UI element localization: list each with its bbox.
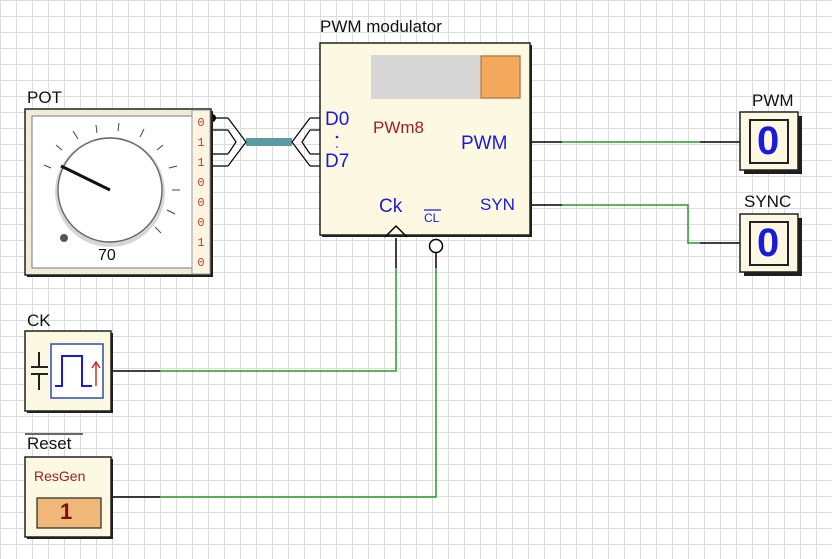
reset-generator[interactable] <box>24 433 113 539</box>
sync-display[interactable] <box>739 213 802 276</box>
ck-edge-icon <box>384 224 408 238</box>
clock-wave-icon <box>55 355 92 387</box>
clock-generator[interactable] <box>24 330 113 413</box>
pwm-modulator-title: PWM modulator <box>320 17 442 36</box>
pot-bit-column: 0 1 1 0 0 0 1 0 <box>193 113 209 273</box>
pwm-display-value: 0 <box>757 119 780 163</box>
pot-dial-ticks <box>43 122 180 234</box>
pot-bit: 0 <box>197 176 205 190</box>
pot-title: POT <box>27 88 62 107</box>
pot-component[interactable] <box>24 108 213 277</box>
clock-crystal-icon <box>31 352 48 390</box>
sync-display-value: 0 <box>757 221 780 265</box>
pwm-display[interactable] <box>739 111 802 174</box>
bar-fill-indicator <box>480 55 521 99</box>
pot-bit: 0 <box>197 216 205 230</box>
wire-ck[interactable] <box>160 268 397 372</box>
data-bus[interactable] <box>208 114 321 167</box>
pin-d0-label: D0 <box>325 109 350 130</box>
reset-name: ResGen <box>34 468 86 484</box>
wires <box>112 141 740 498</box>
pot-knob-indicator <box>60 164 111 192</box>
pwm-display-title: PWM <box>752 91 794 110</box>
pwm-modulator-name: PWm8 <box>373 118 424 137</box>
pot-bit: 0 <box>197 116 205 130</box>
pin-pwm-label: PWM <box>461 133 508 154</box>
pot-min-dot <box>60 234 68 242</box>
wire-syn[interactable] <box>562 204 700 244</box>
sync-display-title: SYNC <box>744 192 792 211</box>
pot-bit: 1 <box>197 236 205 250</box>
reset-button[interactable] <box>36 497 102 529</box>
pin-syn-label: SYN <box>480 195 515 214</box>
pot-bit: 0 <box>197 256 205 270</box>
pwm-modulator-block[interactable] <box>319 42 532 254</box>
pin-d7-label: D7 <box>325 151 350 172</box>
cl-bubble-icon <box>428 238 444 254</box>
pin-ck-label: Ck <box>379 196 403 217</box>
pot-bit: 0 <box>197 196 205 210</box>
pin-cl-label: CL <box>424 211 440 225</box>
reset-value: 1 <box>60 499 73 524</box>
ck-title: CK <box>27 311 51 330</box>
wire-reset[interactable] <box>160 268 437 498</box>
reset-title: Reset <box>27 434 72 453</box>
pot-bit: 1 <box>197 156 205 170</box>
pot-bit: 1 <box>197 136 205 150</box>
pot-value: 70 <box>98 247 116 264</box>
